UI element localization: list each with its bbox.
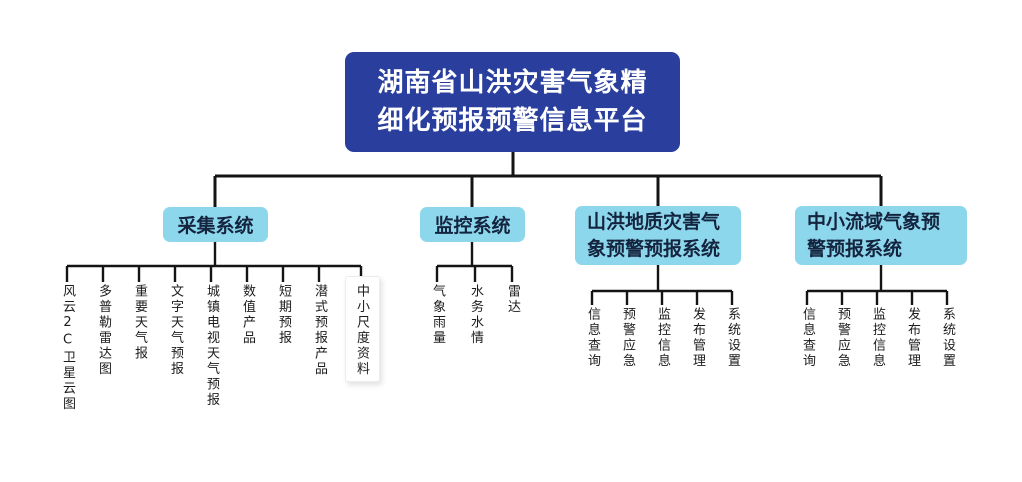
root-node: 湖南省山洪灾害气象精 细化预报预警信息平台	[345, 52, 680, 152]
leaf-node: 监控信息	[655, 307, 670, 369]
tier1-connectors	[213, 152, 883, 210]
branch-label-line2: 象预警预报系统	[587, 237, 721, 260]
leaf-node: 气象雨量	[430, 284, 445, 346]
branch-node-flood-geo-warning-system: 山洪地质灾害气 象预警预报系统	[575, 206, 741, 265]
branch-node-collection-system: 采集系统	[163, 207, 268, 242]
leaf-node: 潜式预报产品	[312, 284, 327, 377]
leaf-node: 城镇电视天气预报	[204, 284, 219, 408]
leaf-node: 系统设置	[940, 307, 955, 369]
highlighted-leaf-card	[345, 276, 380, 382]
leaf-node: 监控信息	[870, 307, 885, 369]
leaf-node: 发布管理	[905, 307, 920, 369]
root-title-line2: 细化预报预警信息平台	[377, 106, 648, 136]
leaf-node: 预警应急	[835, 307, 850, 369]
leaf-node: 重要天气报	[132, 284, 147, 362]
leaf-node: 数值产品	[240, 284, 255, 346]
leaf-node: 文字天气预报	[168, 284, 183, 377]
branch-label-line1: 山洪地质灾害气	[587, 210, 721, 233]
leaf-node: 水务水情	[468, 284, 483, 346]
leaf-node: 信息查询	[800, 307, 815, 369]
leaf-node: 信息查询	[585, 307, 600, 369]
leaf-node: 预警应急	[620, 307, 635, 369]
branch-label-line2: 警预报系统	[807, 237, 903, 260]
leaf-node: 系统设置	[725, 307, 740, 369]
leaf-node: 发布管理	[690, 307, 705, 369]
branch-label: 采集系统	[177, 215, 254, 237]
branch-label-line1: 中小流域气象预	[807, 210, 941, 233]
leaf-node: 多普勒雷达图	[96, 284, 111, 377]
root-title-line1: 湖南省山洪灾害气象精	[377, 68, 648, 98]
leaf-node: 短期预报	[276, 284, 291, 346]
leaf-node: 雷达	[505, 284, 520, 315]
leaf-node-highlighted: 中小尺度资料	[354, 284, 369, 377]
branch-node-small-basin-warning-system: 中小流域气象预 警预报系统	[795, 206, 967, 265]
leaf-node: 风云2C卫星云图	[60, 284, 75, 412]
branch-node-monitoring-system: 监控系统	[420, 207, 525, 242]
branch-label: 监控系统	[434, 215, 511, 237]
